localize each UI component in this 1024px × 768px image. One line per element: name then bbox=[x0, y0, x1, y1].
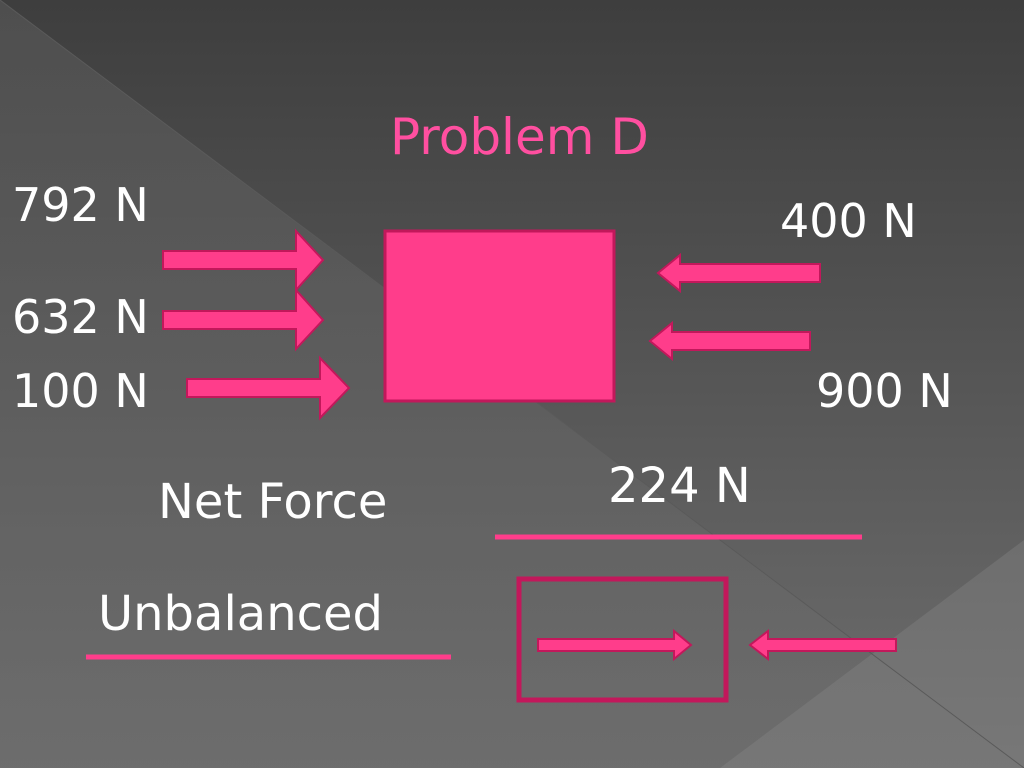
net-force-label: Net Force bbox=[158, 474, 388, 530]
slide-title: Problem D bbox=[390, 108, 649, 166]
arrow-left-icon bbox=[748, 628, 897, 662]
arrow-right-icon bbox=[537, 628, 693, 662]
object-box bbox=[383, 229, 616, 403]
net-force-answer: 224 N bbox=[608, 458, 751, 514]
arrow-left-icon bbox=[656, 252, 821, 294]
force-label-632: 632 N bbox=[12, 290, 149, 344]
arrow-right-icon bbox=[162, 228, 325, 293]
force-label-792: 792 N bbox=[12, 178, 149, 232]
arrow-right-icon bbox=[186, 355, 351, 421]
force-label-400: 400 N bbox=[780, 194, 917, 248]
force-label-900: 900 N bbox=[816, 364, 953, 418]
force-label-100: 100 N bbox=[12, 364, 149, 418]
arrow-right-icon bbox=[162, 287, 325, 352]
result-answer: Unbalanced bbox=[98, 586, 383, 642]
arrow-left-icon bbox=[648, 320, 811, 362]
result-box bbox=[516, 576, 729, 703]
